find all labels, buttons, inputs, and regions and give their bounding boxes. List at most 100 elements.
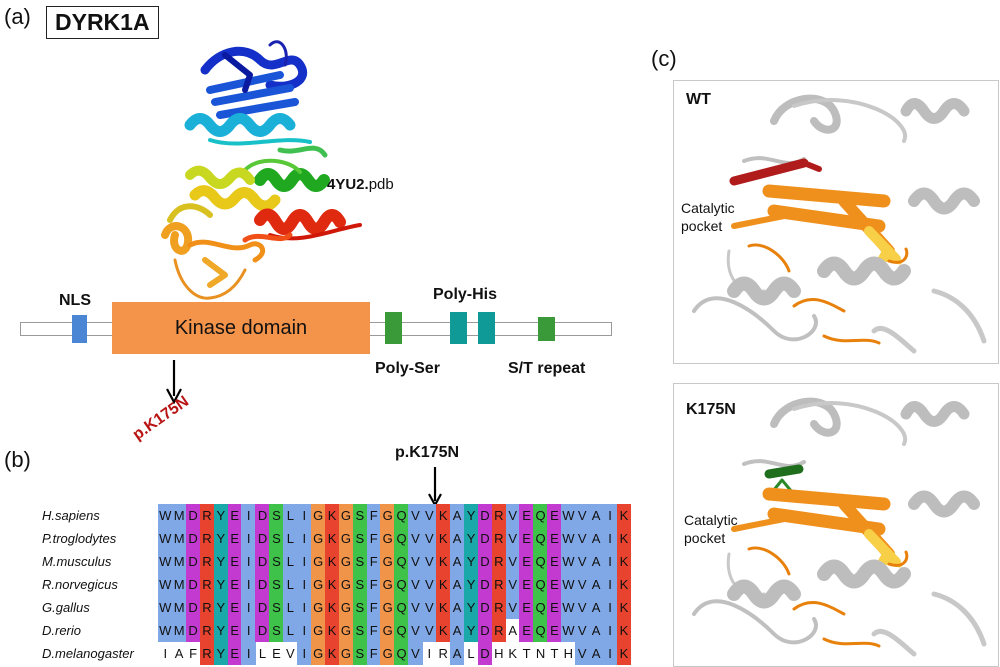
residue-cell: G bbox=[310, 504, 326, 527]
residue-cell: V bbox=[575, 573, 590, 596]
residue-cell: L bbox=[283, 596, 298, 619]
residue-cell: W bbox=[158, 619, 173, 642]
residue-cell: F bbox=[366, 596, 381, 619]
wt-structure-panel: WT Catalytic pocket bbox=[673, 80, 999, 364]
residue-cell: Q bbox=[533, 527, 548, 550]
residue-cell: D bbox=[255, 573, 270, 596]
residue-cell: E bbox=[227, 642, 242, 665]
residue-cell: I bbox=[297, 550, 312, 573]
residue-cell: D bbox=[255, 527, 270, 550]
residue-cell: Y bbox=[463, 573, 479, 596]
residue-cell: M bbox=[171, 527, 187, 550]
pocket-label-line2: pocket bbox=[681, 218, 723, 234]
residue-cell: G bbox=[338, 619, 354, 642]
species-name: G.gallus bbox=[42, 600, 90, 615]
residue-cell: I bbox=[241, 619, 256, 642]
residue-cell: K bbox=[436, 619, 451, 642]
residue-cell: K bbox=[324, 596, 340, 619]
panel-b-label: (b) bbox=[4, 447, 31, 472]
residue-cell: A bbox=[588, 550, 604, 573]
residue-cell: G bbox=[338, 642, 354, 665]
residue-cell: I bbox=[602, 596, 618, 619]
species-list: H.sapiens P.troglodytes M.musculus R.nor… bbox=[42, 504, 160, 665]
residue-cell: F bbox=[189, 646, 198, 661]
residue-cell: D bbox=[477, 596, 493, 619]
residue-cell: V bbox=[422, 550, 437, 573]
residue-cell: T bbox=[522, 646, 531, 661]
residue-cell: Q bbox=[533, 596, 548, 619]
residue-cell: A bbox=[508, 623, 518, 638]
residue-cell: E bbox=[519, 550, 534, 573]
pocket-label-line1: Catalytic bbox=[681, 200, 735, 216]
residue-cell: G bbox=[310, 619, 326, 642]
residue-cell: V bbox=[422, 504, 437, 527]
residue-cell: Y bbox=[463, 619, 479, 642]
residue-cell: R bbox=[438, 646, 448, 661]
residue-cell: K bbox=[436, 573, 451, 596]
residue-cell: D bbox=[185, 504, 201, 527]
pdb-ext: pdb bbox=[368, 176, 394, 193]
residue-cell: Q bbox=[394, 550, 409, 573]
residue-cell: G bbox=[338, 527, 354, 550]
residue-cell: V bbox=[422, 619, 437, 642]
residue-cell: I bbox=[241, 642, 256, 665]
residue-cell: R bbox=[199, 573, 215, 596]
residue-cell: S bbox=[352, 550, 368, 573]
residue-cell: L bbox=[283, 504, 298, 527]
species-name: H.sapiens bbox=[42, 508, 100, 523]
residue-cell: A bbox=[588, 573, 604, 596]
residue-cell: D bbox=[255, 504, 270, 527]
residue-cell: Y bbox=[463, 504, 479, 527]
alignment-arrow-icon bbox=[428, 467, 442, 507]
species-name: D.rerio bbox=[42, 623, 82, 638]
residue-cell: L bbox=[283, 550, 298, 573]
residue-cell: I bbox=[602, 619, 618, 642]
residue-cell: F bbox=[366, 619, 381, 642]
residue-cell: I bbox=[297, 573, 312, 596]
poly-ser-domain bbox=[385, 312, 402, 344]
residue-cell: D bbox=[477, 642, 493, 665]
residue-cell: V bbox=[408, 527, 423, 550]
residue-cell: D bbox=[185, 550, 201, 573]
residue-cell: K bbox=[324, 504, 340, 527]
residue-cell: Y bbox=[213, 619, 229, 642]
residue-cell: D bbox=[477, 573, 493, 596]
residue-cell: Q bbox=[533, 619, 548, 642]
residue-cell: Q bbox=[394, 504, 409, 527]
residue-cell: K bbox=[616, 596, 632, 619]
residue-cell: K bbox=[616, 642, 632, 665]
residue-cell: A bbox=[588, 642, 604, 665]
residue-cell: A bbox=[588, 504, 604, 527]
residue-cell: I bbox=[241, 573, 256, 596]
residue-cell: V bbox=[408, 596, 423, 619]
residue-cell: E bbox=[547, 573, 562, 596]
residue-cell: E bbox=[519, 596, 534, 619]
panel-a-label: (a) bbox=[4, 4, 31, 29]
residue-cell: K bbox=[436, 550, 451, 573]
alignment-mutation-label: p.K175N bbox=[395, 444, 460, 461]
residue-cell: D bbox=[255, 596, 270, 619]
residue-cell: D bbox=[477, 619, 493, 642]
residue-cell: G bbox=[338, 550, 354, 573]
residue-cell: G bbox=[380, 504, 395, 527]
residue-cell: W bbox=[561, 596, 576, 619]
residue-cell: R bbox=[491, 596, 507, 619]
residue-cell: I bbox=[297, 527, 312, 550]
residue-cell: N bbox=[535, 646, 546, 661]
residue-cell: E bbox=[519, 573, 534, 596]
residue-cell: L bbox=[258, 646, 267, 661]
mutation-arrow-icon bbox=[166, 360, 182, 405]
residue-cell: L bbox=[283, 619, 298, 642]
residue-cell: I bbox=[602, 527, 618, 550]
residue-cell: R bbox=[199, 596, 215, 619]
residue-cell: L bbox=[283, 527, 298, 550]
residue-cell: K bbox=[436, 527, 451, 550]
residue-cell: S bbox=[269, 527, 284, 550]
residue-cell: G bbox=[380, 527, 395, 550]
residue-cell: I bbox=[297, 642, 312, 665]
residue-cell: W bbox=[561, 527, 576, 550]
residue-cell: L bbox=[467, 646, 475, 661]
residue-cell: W bbox=[158, 550, 173, 573]
residue-cell: K bbox=[324, 642, 340, 665]
residue-cell: D bbox=[255, 550, 270, 573]
